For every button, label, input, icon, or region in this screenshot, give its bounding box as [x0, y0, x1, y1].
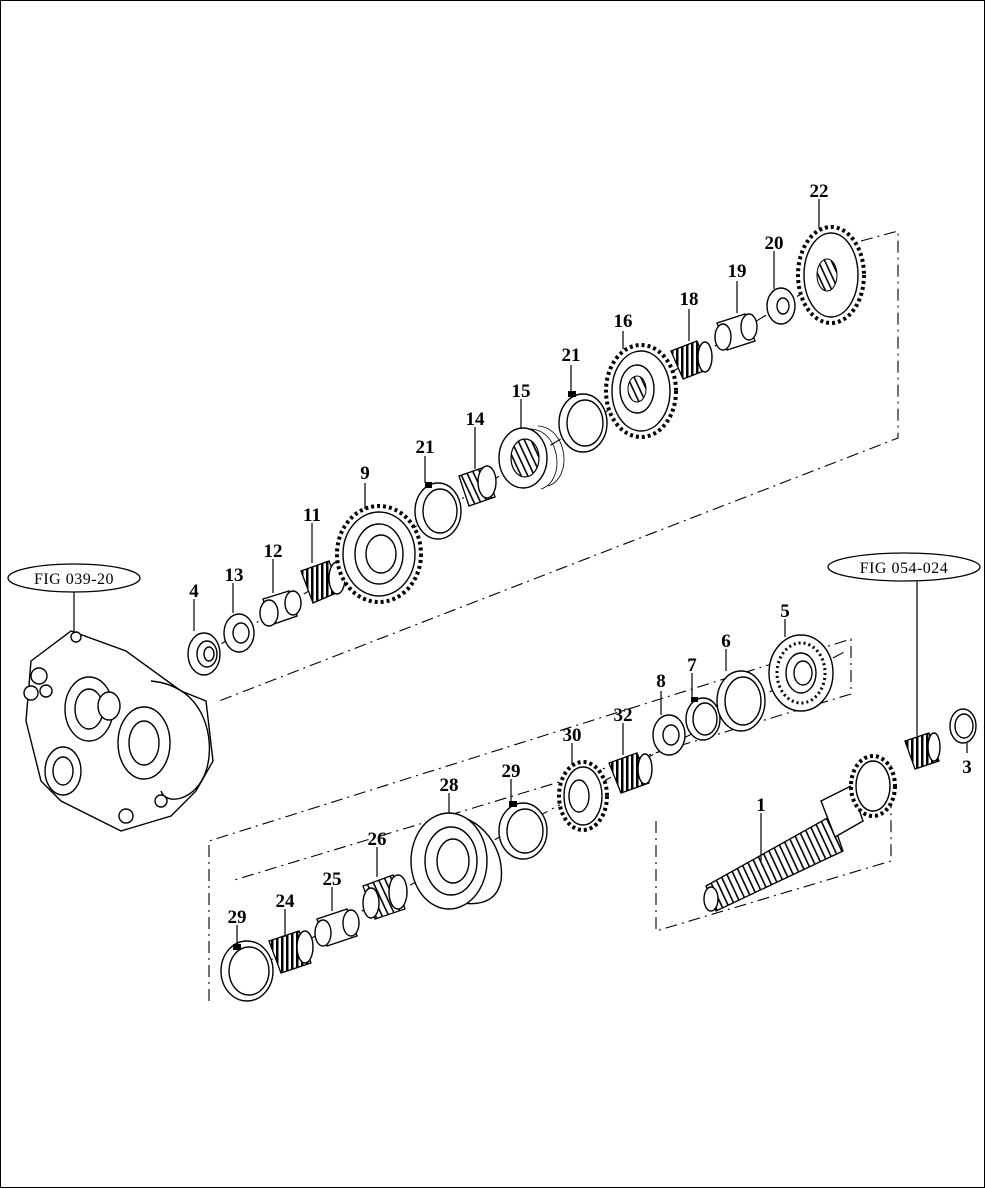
- splined-hub-14: [458, 465, 497, 507]
- splined-hub-26: [362, 874, 408, 920]
- callout-26[interactable]: 26: [368, 829, 387, 850]
- callout-9[interactable]: 9: [360, 463, 370, 484]
- reference-label: FIG 039-20: [34, 571, 114, 588]
- synchro-sleeve-15: [498, 425, 565, 490]
- callout-14[interactable]: 14: [466, 409, 486, 430]
- sleeve-25: [314, 908, 360, 947]
- washer-6: [716, 670, 766, 732]
- callout-16[interactable]: 16: [614, 311, 633, 332]
- callout-22[interactable]: 22: [810, 181, 829, 202]
- callout-4[interactable]: 4: [189, 581, 199, 602]
- callout-12[interactable]: 12: [264, 541, 283, 562]
- leader-lines: [193, 199, 968, 945]
- needle-bearing-18: [670, 340, 713, 380]
- callout-21-right[interactable]: 21: [562, 345, 581, 366]
- thrust-washer-13: [223, 613, 255, 653]
- thrust-washer-8: [652, 714, 686, 756]
- callout-1[interactable]: 1: [756, 795, 766, 816]
- callout-13[interactable]: 13: [225, 565, 244, 586]
- snap-ring-21-left: [414, 482, 462, 540]
- callout-15[interactable]: 15: [512, 381, 531, 402]
- synchronizer-28: [410, 812, 503, 910]
- gear-30: [557, 760, 609, 832]
- roller-bearing-5: [768, 634, 834, 712]
- callout-21-left[interactable]: 21: [416, 437, 435, 458]
- sleeve-19: [714, 313, 758, 351]
- callout-3[interactable]: 3: [962, 757, 972, 778]
- callout-30[interactable]: 30: [563, 725, 582, 746]
- callout-20[interactable]: 20: [765, 233, 784, 254]
- callout-11[interactable]: 11: [303, 505, 321, 526]
- reference-fig-054-024[interactable]: FIG 054-024: [827, 552, 981, 736]
- callout-18[interactable]: 18: [680, 289, 699, 310]
- gear-housing: [23, 630, 214, 832]
- gear-9: [335, 504, 423, 604]
- callout-7[interactable]: 7: [687, 655, 697, 676]
- thrust-washer-20: [766, 287, 796, 325]
- callout-32[interactable]: 32: [614, 705, 633, 726]
- callout-6[interactable]: 6: [721, 631, 731, 652]
- reference-label: FIG 054-024: [860, 560, 949, 577]
- sleeve-12: [259, 590, 302, 627]
- needle-bearing-shaft-end: [904, 732, 941, 770]
- ball-bearing-4: [187, 632, 221, 676]
- needle-bearing-32: [608, 752, 653, 794]
- callout-8[interactable]: 8: [656, 671, 666, 692]
- callout-5[interactable]: 5: [780, 601, 790, 622]
- callout-28[interactable]: 28: [440, 775, 459, 796]
- main-shaft-1: [703, 754, 897, 912]
- snap-ring-3: [949, 708, 977, 744]
- callout-29-right[interactable]: 29: [502, 761, 521, 782]
- snap-ring-7: [685, 697, 721, 741]
- gear-22: [796, 225, 866, 325]
- snap-ring-29-left: [220, 940, 274, 1002]
- gear-16: [604, 343, 678, 439]
- reference-fig-039-20[interactable]: FIG 039-20: [7, 563, 141, 641]
- assembly-center-lines: [200, 230, 899, 1001]
- callout-25[interactable]: 25: [323, 869, 342, 890]
- snap-ring-21-right: [558, 391, 608, 453]
- callout-19[interactable]: 19: [728, 261, 747, 282]
- callout-29-left[interactable]: 29: [228, 907, 247, 928]
- needle-bearing-24: [268, 930, 314, 974]
- callout-24[interactable]: 24: [276, 891, 296, 912]
- callout-numbers: 4 13 12 11 9 21 14 15 21 16 18 19 20 22 …: [189, 181, 972, 928]
- snap-ring-29-right: [498, 801, 548, 860]
